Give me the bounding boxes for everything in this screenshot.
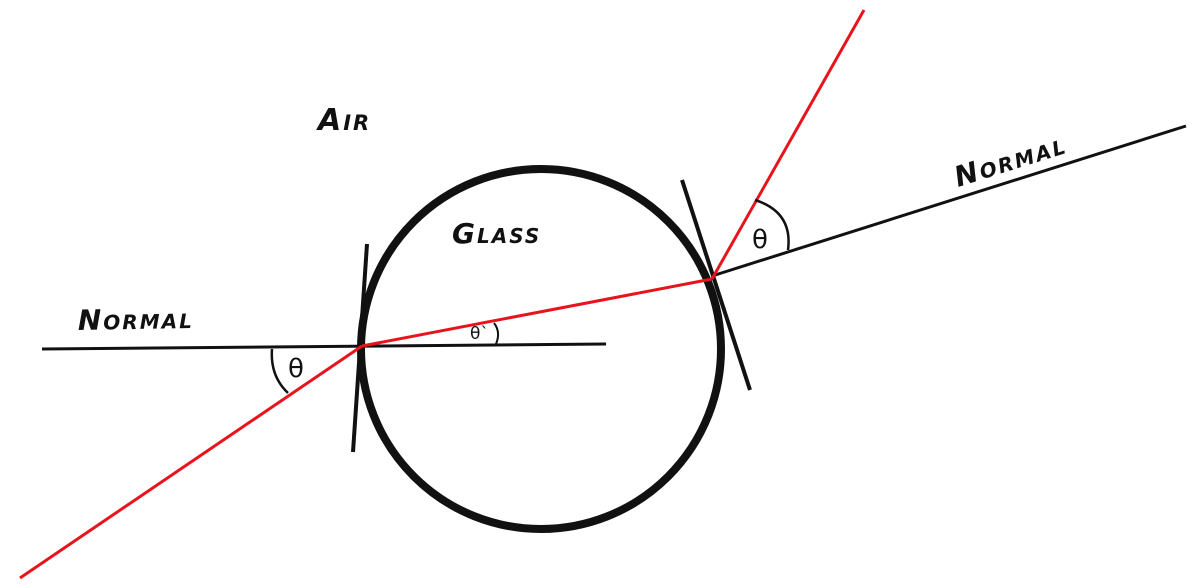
- angle-arc-exit: [754, 198, 790, 251]
- label-air: Air: [316, 103, 371, 138]
- label-theta-refracted: θ`: [470, 324, 489, 344]
- refracted-ray: [361, 277, 713, 348]
- incident-ray: [19, 344, 363, 580]
- label-theta-exit: θ: [752, 225, 768, 255]
- normal-line-right: [711, 124, 1187, 278]
- label-glass: Glass: [452, 217, 541, 250]
- exit-ray: [710, 9, 866, 280]
- label-theta-incident: θ: [288, 354, 304, 384]
- label-normal-right: Normal: [950, 127, 1071, 193]
- angle-arc-refracted: [493, 322, 500, 345]
- angle-arc-incident: [270, 348, 289, 394]
- tangent-line-right: [680, 179, 752, 391]
- normal-line-left: [41, 342, 607, 351]
- label-normal-left: Normal: [78, 302, 195, 337]
